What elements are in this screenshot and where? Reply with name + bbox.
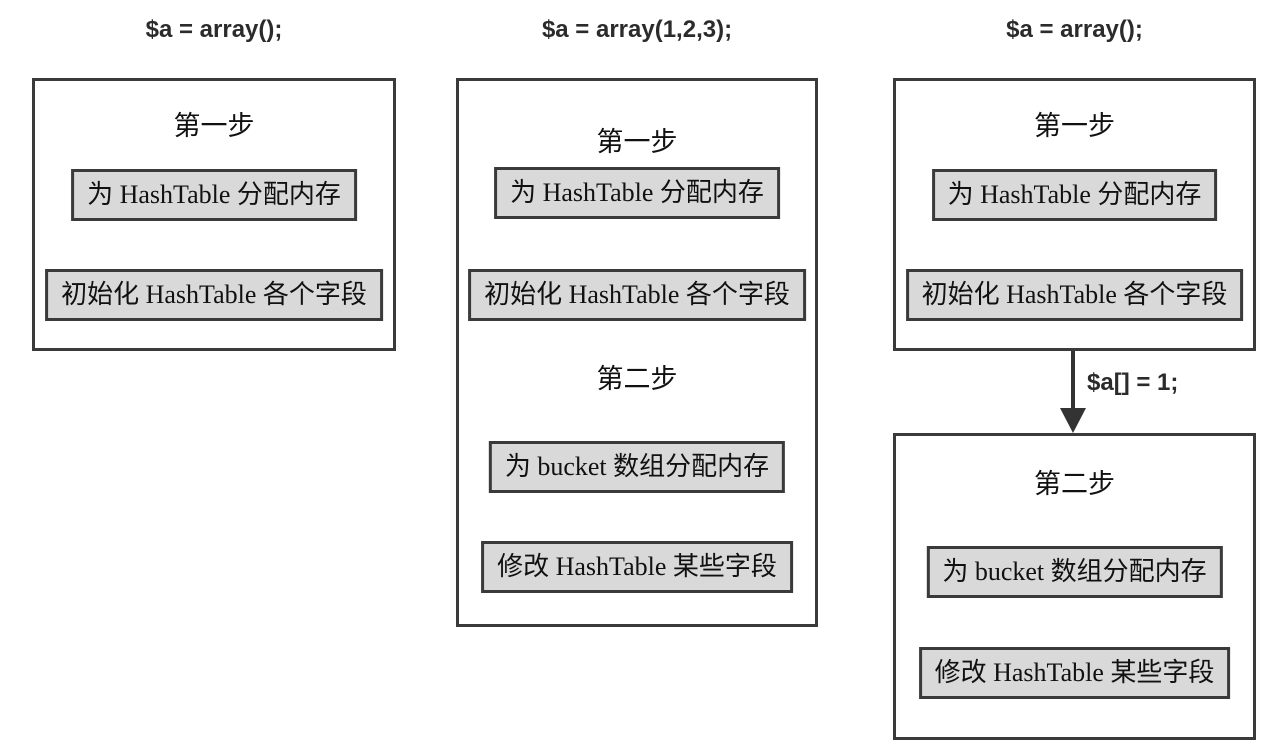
step-label: 第二步 bbox=[596, 364, 678, 394]
step-label: 第一步 bbox=[596, 127, 678, 157]
step-item-box: 初始化 HashTable 各个字段 bbox=[468, 269, 806, 321]
step-item-box: 初始化 HashTable 各个字段 bbox=[905, 269, 1244, 321]
code-title-left: $a = array(); bbox=[145, 16, 283, 43]
step-label: 第二步 bbox=[1034, 469, 1115, 499]
arrow-code-label: $a[] = 1; bbox=[1087, 369, 1179, 396]
code-title-middle: $a = array(1,2,3); bbox=[541, 16, 733, 43]
step-group-box-left: 第一步 为 HashTable 分配内存 初始化 HashTable 各个字段 bbox=[32, 78, 396, 351]
step-label: 第一步 bbox=[1034, 111, 1115, 141]
step-item-box: 为 bucket 数组分配内存 bbox=[488, 441, 786, 493]
step-item-box: 为 HashTable 分配内存 bbox=[71, 169, 357, 221]
step-item-box: 修改 HashTable 某些字段 bbox=[481, 541, 793, 593]
step-group-box-right-bottom: 第二步 为 bucket 数组分配内存 修改 HashTable 某些字段 bbox=[893, 433, 1256, 740]
step-item-box: 初始化 HashTable 各个字段 bbox=[45, 269, 383, 321]
step-item-box: 为 HashTable 分配内存 bbox=[931, 169, 1218, 221]
step-item-box: 修改 HashTable 某些字段 bbox=[918, 647, 1231, 699]
step-group-box-right-top: 第一步 为 HashTable 分配内存 初始化 HashTable 各个字段 bbox=[893, 78, 1256, 351]
step-item-box: 为 bucket 数组分配内存 bbox=[926, 546, 1223, 598]
step-label: 第一步 bbox=[173, 111, 255, 141]
step-group-box-middle: 第一步 为 HashTable 分配内存 初始化 HashTable 各个字段 … bbox=[456, 78, 818, 627]
step-item-box: 为 HashTable 分配内存 bbox=[494, 167, 780, 219]
down-arrow-line bbox=[1071, 351, 1075, 411]
code-title-right: $a = array(); bbox=[1006, 16, 1143, 43]
down-arrow-icon bbox=[1060, 408, 1086, 433]
